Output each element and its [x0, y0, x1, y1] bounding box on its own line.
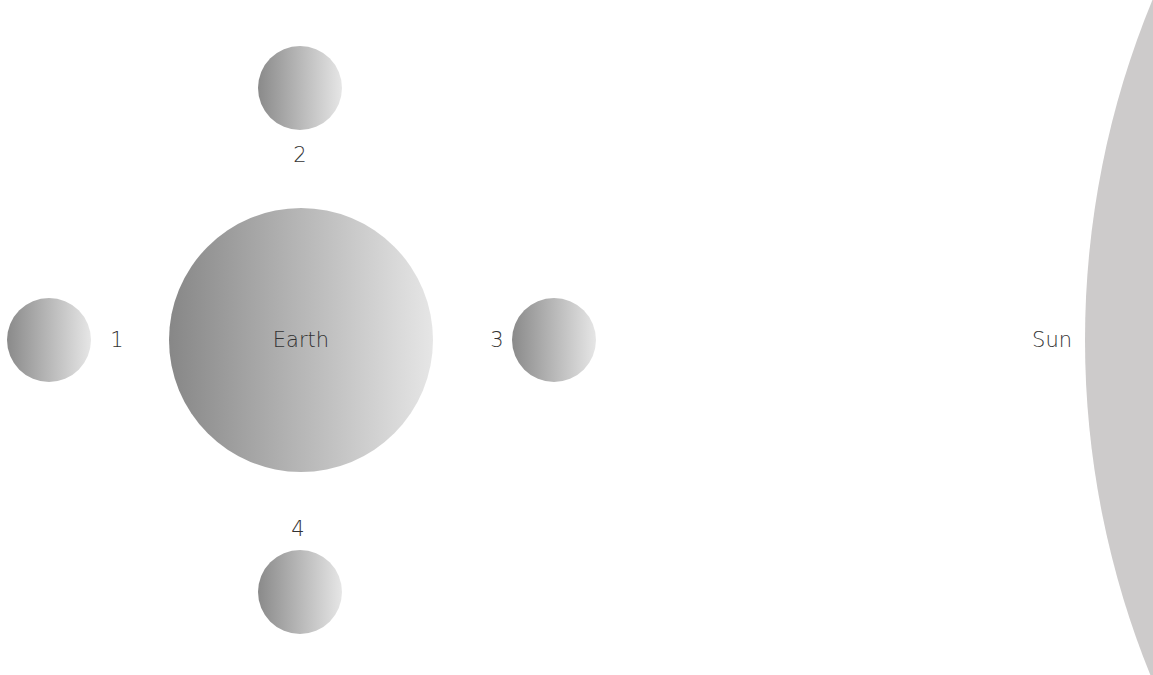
star-name: Sun — [1032, 330, 1072, 351]
moon — [7, 298, 91, 382]
earth-circle: Earth — [169, 208, 433, 472]
sun-circle — [1085, 0, 1153, 675]
callout-number: 1 — [110, 330, 123, 351]
planet-name: Earth — [273, 330, 329, 351]
moon — [512, 298, 596, 382]
callout-number: 4 — [291, 519, 304, 540]
sun-circle: Sun — [1085, 0, 1153, 675]
moon — [258, 46, 342, 130]
node-outline — [1085, 0, 1153, 675]
moon — [258, 550, 342, 634]
callout-number: 3 — [490, 330, 503, 351]
callout-number: 2 — [293, 145, 306, 166]
earth-circle — [169, 208, 433, 472]
